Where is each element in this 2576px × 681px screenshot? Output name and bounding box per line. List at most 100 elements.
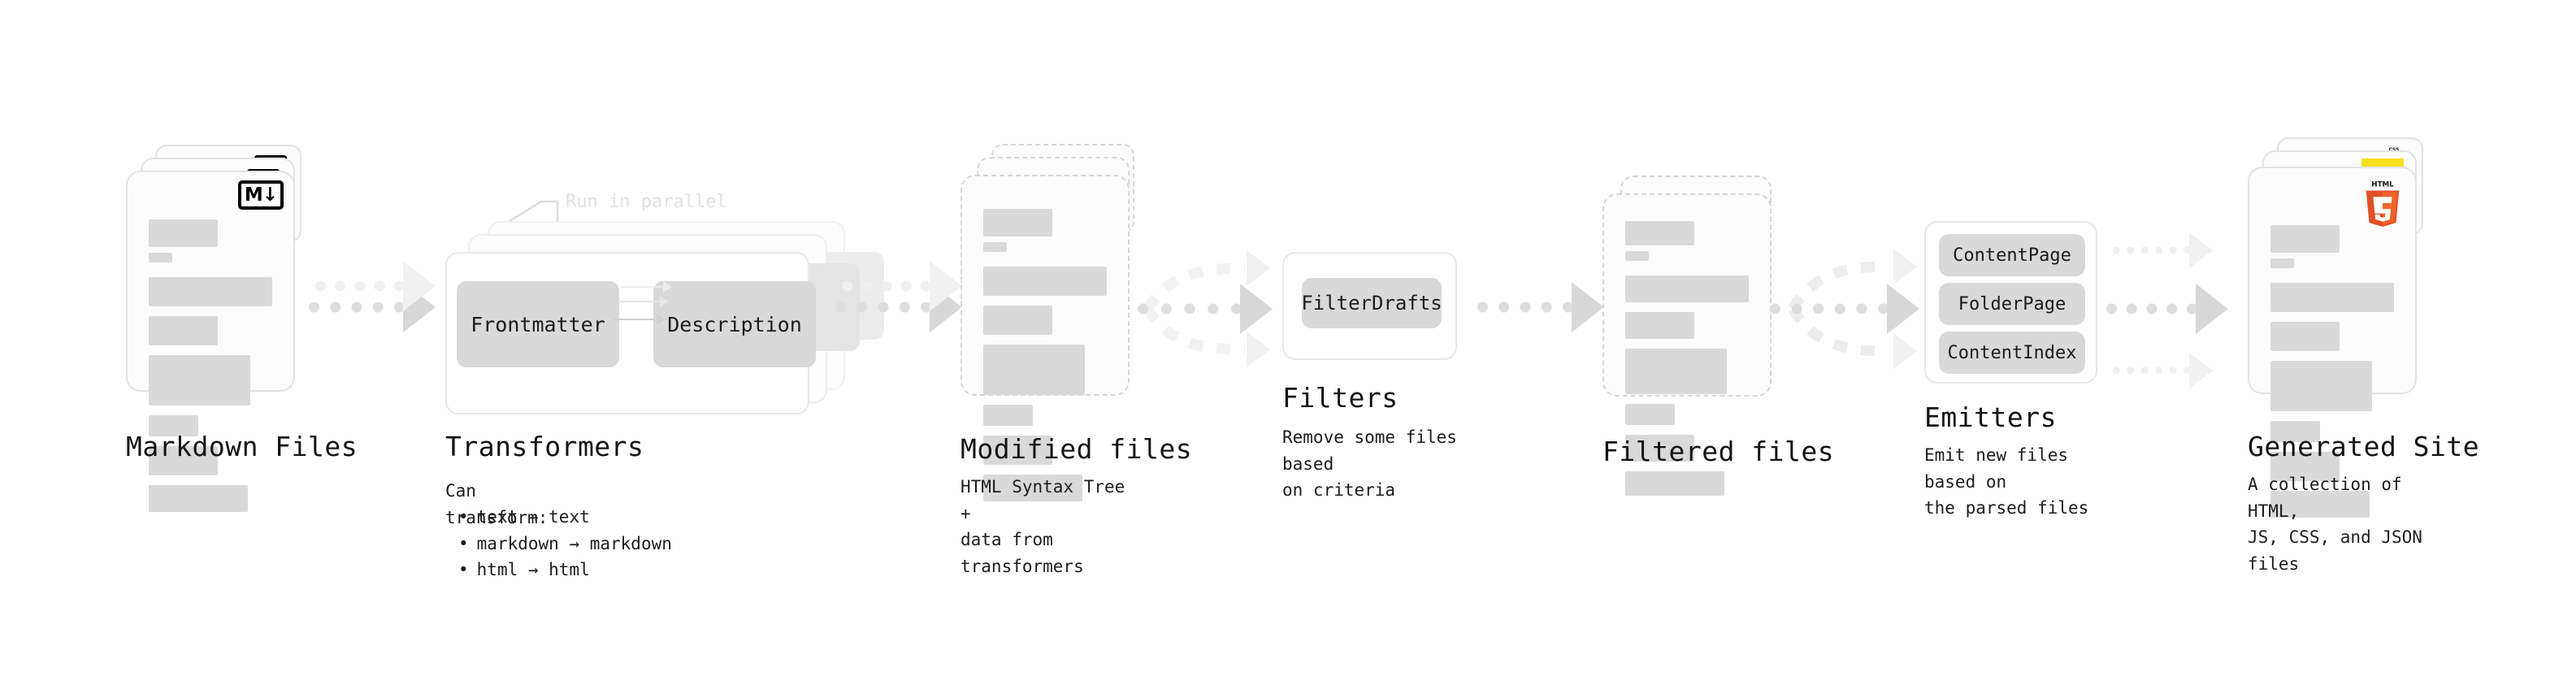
placeholder-bar xyxy=(2270,491,2370,518)
emitters-caption-title: Emitters xyxy=(1924,401,2057,433)
html5-logo-icon: HTML xyxy=(2366,181,2400,227)
stage-modified-files: Modified files HTML Syntax Tree + data f… xyxy=(961,144,1192,576)
transformer-inner-arrow-ghost-2 xyxy=(621,286,671,288)
arrow-track xyxy=(1138,303,1242,314)
placeholder-bar xyxy=(1625,275,1749,302)
fan-curves xyxy=(1788,261,1888,357)
stage-generated-site: CSS HTML xyxy=(2248,137,2479,574)
arrow-track xyxy=(2113,246,2191,254)
placeholder-bar xyxy=(1625,251,1649,261)
card-placeholder-lines xyxy=(149,219,272,512)
placeholder-bar xyxy=(2270,322,2340,351)
modified-files-card xyxy=(961,175,1130,501)
transformer-pill-description[interactable]: Description xyxy=(653,281,816,367)
placeholder-bar xyxy=(1625,221,1695,245)
transformer-inner-arrow xyxy=(614,319,665,320)
filters-caption-body: Remove some files based on criteria xyxy=(1282,427,1457,501)
placeholder-bar xyxy=(1625,404,1675,425)
arrow-head xyxy=(1893,333,1917,369)
placeholder-bar xyxy=(2270,283,2394,312)
placeholder-bar xyxy=(2270,225,2340,253)
filters-caption-title: Filters xyxy=(1282,382,1399,414)
emitters-caption-body: Emit new files based on the parsed files xyxy=(1924,445,2089,518)
arrow-track xyxy=(842,280,931,292)
placeholder-bar xyxy=(1625,312,1695,339)
generated-site-caption-title: Generated Site xyxy=(2248,431,2480,462)
placeholder-bar xyxy=(983,242,1007,252)
arrow-head xyxy=(1247,332,1270,367)
arrow-track xyxy=(2106,303,2197,314)
placeholder-bar xyxy=(149,219,219,247)
markdown-files-caption-title: Markdown Files xyxy=(126,431,358,462)
arrow-track xyxy=(1770,303,1889,314)
arrow-head xyxy=(2189,353,2213,388)
modified-files-caption-title: Modified files xyxy=(961,433,1193,465)
emitter-pill-contentindex[interactable]: ContentIndex xyxy=(1939,332,2085,374)
arrow-track xyxy=(2113,367,2191,375)
arrow-track xyxy=(309,301,405,313)
transformer-pill-frontmatter[interactable]: Frontmatter xyxy=(457,281,619,367)
card-placeholder-lines xyxy=(983,209,1107,501)
filter-pill-filterdrafts[interactable]: FilterDrafts xyxy=(1301,278,1442,328)
placeholder-bar xyxy=(149,415,198,436)
arrow-head xyxy=(1247,250,1270,286)
list-item: text → text xyxy=(458,504,672,531)
stage-filters: FilterDrafts Filters Remove some files b… xyxy=(1282,252,1457,500)
filtered-files-card xyxy=(1602,193,1772,496)
markdown-badge-icon: M↓ xyxy=(238,180,284,210)
transformers-group: Frontmatter Description xyxy=(445,252,816,414)
stage-filtered-files: Filtered files xyxy=(1602,176,1834,496)
svg-text:HTML: HTML xyxy=(2371,181,2394,189)
placeholder-bar xyxy=(983,405,1033,426)
list-item: markdown → markdown xyxy=(458,531,672,557)
modified-files-caption-body: HTML Syntax Tree + data from transformer… xyxy=(961,477,1125,576)
stage-markdown-files: M↓ M↓ M↓ Markdown xyxy=(126,145,358,512)
transformers-caption-title: Transformers xyxy=(445,431,644,462)
list-item: html → html xyxy=(458,557,672,583)
placeholder-bar xyxy=(983,306,1053,335)
generated-site-caption-body: A collection of HTML, JS, CSS, and JSON … xyxy=(2248,475,2422,574)
transformer-inner-arrow-ghost-1 xyxy=(618,301,668,302)
emitter-pill-folderpage[interactable]: FolderPage xyxy=(1939,283,2085,325)
filtered-files-caption-title: Filtered files xyxy=(1602,436,1835,467)
placeholder-bar xyxy=(983,436,1053,465)
arrow-track xyxy=(1477,301,1573,313)
placeholder-bar xyxy=(149,316,219,345)
svg-text:CSS: CSS xyxy=(2389,147,2400,153)
placeholder-bar xyxy=(2270,361,2372,411)
arrow-head xyxy=(403,261,436,311)
placeholder-bar xyxy=(983,345,1085,395)
card-placeholder-lines xyxy=(2270,225,2394,518)
placeholder-bar xyxy=(1625,349,1727,394)
arrow-track xyxy=(835,301,931,313)
arrow-head xyxy=(1572,282,1604,332)
placeholder-bar xyxy=(149,446,219,475)
arrow-head xyxy=(1887,284,1919,334)
markdown-files-card: M↓ xyxy=(126,171,295,512)
placeholder-bar xyxy=(149,277,272,306)
emitter-pill-contentpage[interactable]: ContentPage xyxy=(1939,234,2085,276)
generated-site-card-stack: CSS HTML xyxy=(2248,137,2423,518)
card-placeholder-lines xyxy=(1625,221,1749,496)
filtered-files-card-stack xyxy=(1602,176,1777,496)
generated-site-card: HTML xyxy=(2248,167,2417,518)
arrow-head xyxy=(930,261,962,311)
placeholder-bar xyxy=(1625,471,1724,496)
placeholder-bar xyxy=(2270,452,2340,481)
placeholder-bar xyxy=(149,253,172,262)
arrow-track xyxy=(315,280,405,292)
placeholder-bar xyxy=(983,267,1107,296)
placeholder-bar xyxy=(983,475,1082,501)
placeholder-bar xyxy=(2270,421,2320,442)
arrow-head xyxy=(2189,232,2213,268)
placeholder-bar xyxy=(1625,435,1695,462)
arrow-head xyxy=(1240,284,1273,334)
stage-emitters: ContentPage FolderPage ContentIndex Emit… xyxy=(1924,221,2097,518)
placeholder-bar xyxy=(149,485,248,512)
arrow-head xyxy=(1893,249,1917,284)
modified-files-card-stack xyxy=(961,144,1135,501)
placeholder-bar xyxy=(983,209,1053,236)
markdown-files-card-stack: M↓ M↓ M↓ xyxy=(126,145,301,512)
arrow-head xyxy=(2196,284,2228,334)
